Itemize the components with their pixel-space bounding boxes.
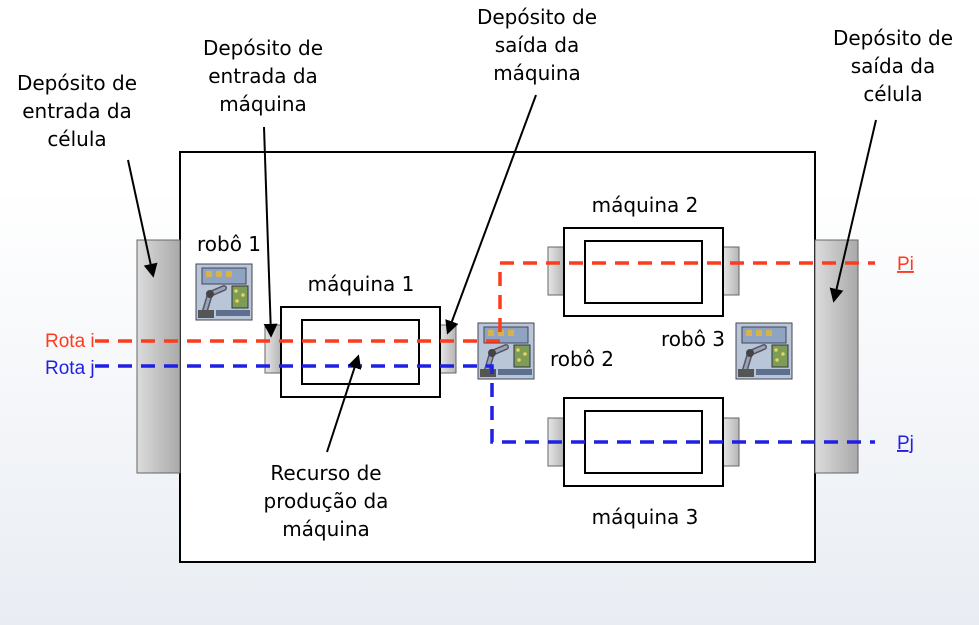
cell-output-label-line1: Depósito de	[833, 26, 953, 50]
cell-output-buffer	[814, 239, 859, 474]
cell-input-label-line1: Depósito de	[17, 71, 137, 95]
robot1-label: robô 1	[197, 232, 261, 256]
cell-output-label-line3: célula	[863, 82, 922, 106]
cell-input-label-line3: célula	[47, 127, 106, 151]
arrow-cell-input	[127, 159, 158, 278]
machine3-label: máquina 3	[592, 505, 699, 529]
cell-input-buffer	[136, 239, 181, 474]
route-i-label: Rota i	[45, 331, 95, 352]
resource-label-line2: produção da	[264, 489, 389, 513]
machine-input-label-line2: entrada da	[208, 64, 318, 88]
machine-input-label-line3: máquina	[219, 92, 307, 116]
arrow-machine-input	[263, 126, 278, 338]
route-i-line	[95, 261, 875, 343]
route-j-label: Rota j	[45, 358, 95, 379]
output-pi-label: Pi	[897, 254, 914, 275]
arrow-resource	[326, 354, 362, 453]
resource-label-line3: máquina	[282, 517, 370, 541]
cell-output-label-line2: saída da	[851, 54, 936, 78]
arrow-machine-output	[445, 94, 537, 335]
machine2-resource	[584, 240, 703, 304]
machine1-resource	[301, 319, 420, 385]
machine-input-label-line1: Depósito de	[203, 36, 323, 60]
machine2-output-buffer	[722, 246, 740, 296]
arrow-cell-output	[829, 119, 877, 303]
robot2-label: robô 2	[550, 347, 614, 371]
machine-output-label-line2: saída da	[495, 33, 580, 57]
resource-label-line1: Recurso de	[270, 461, 381, 485]
machine-output-label-line1: Depósito de	[477, 5, 597, 29]
machine1-label: máquina 1	[308, 272, 415, 296]
output-pj-label: Pj	[897, 433, 914, 454]
robot3-label: robô 3	[661, 327, 725, 351]
robot1-icon	[196, 264, 252, 320]
cell-input-label-line2: entrada da	[22, 99, 132, 123]
robot3-icon	[736, 323, 792, 379]
machine-output-label-line3: máquina	[493, 61, 581, 85]
machine2-label: máquina 2	[592, 193, 699, 217]
machine2-input-buffer	[547, 246, 565, 296]
robot2-icon	[478, 323, 534, 379]
